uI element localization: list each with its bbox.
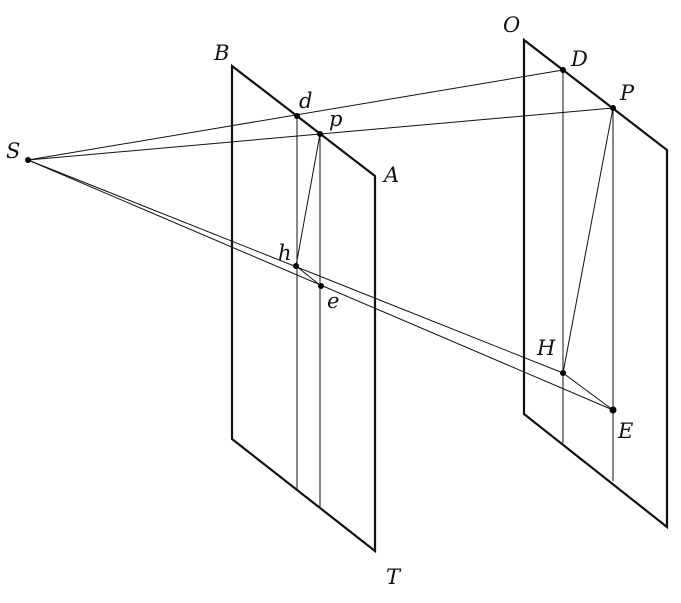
label-d: d — [299, 89, 312, 113]
segment-h-e — [295, 265, 322, 287]
point-h — [293, 263, 299, 269]
label-P: P — [619, 81, 635, 105]
object-plane-right — [522, 37, 669, 530]
label-O: O — [503, 13, 520, 37]
label-A: A — [382, 163, 399, 187]
point-S — [25, 157, 31, 163]
segment-H-E — [562, 372, 614, 411]
label-B: B — [213, 41, 229, 65]
label-p: p — [329, 107, 342, 131]
picture-plane-left — [230, 63, 377, 554]
point-d — [294, 113, 300, 119]
label-h: h — [278, 241, 292, 265]
label-S: S — [6, 139, 20, 163]
point-E — [609, 406, 617, 414]
segment-p-h — [295, 133, 321, 267]
label-E: E — [617, 419, 633, 443]
point-D — [560, 67, 566, 73]
label-H: H — [536, 336, 556, 360]
point-P — [610, 105, 616, 111]
point-e — [318, 283, 324, 289]
point-p — [317, 131, 323, 137]
label-e: e — [327, 289, 339, 313]
label-T: T — [386, 565, 402, 589]
segment-P-H — [562, 107, 614, 374]
point-H — [560, 370, 566, 376]
label-D: D — [570, 47, 588, 71]
